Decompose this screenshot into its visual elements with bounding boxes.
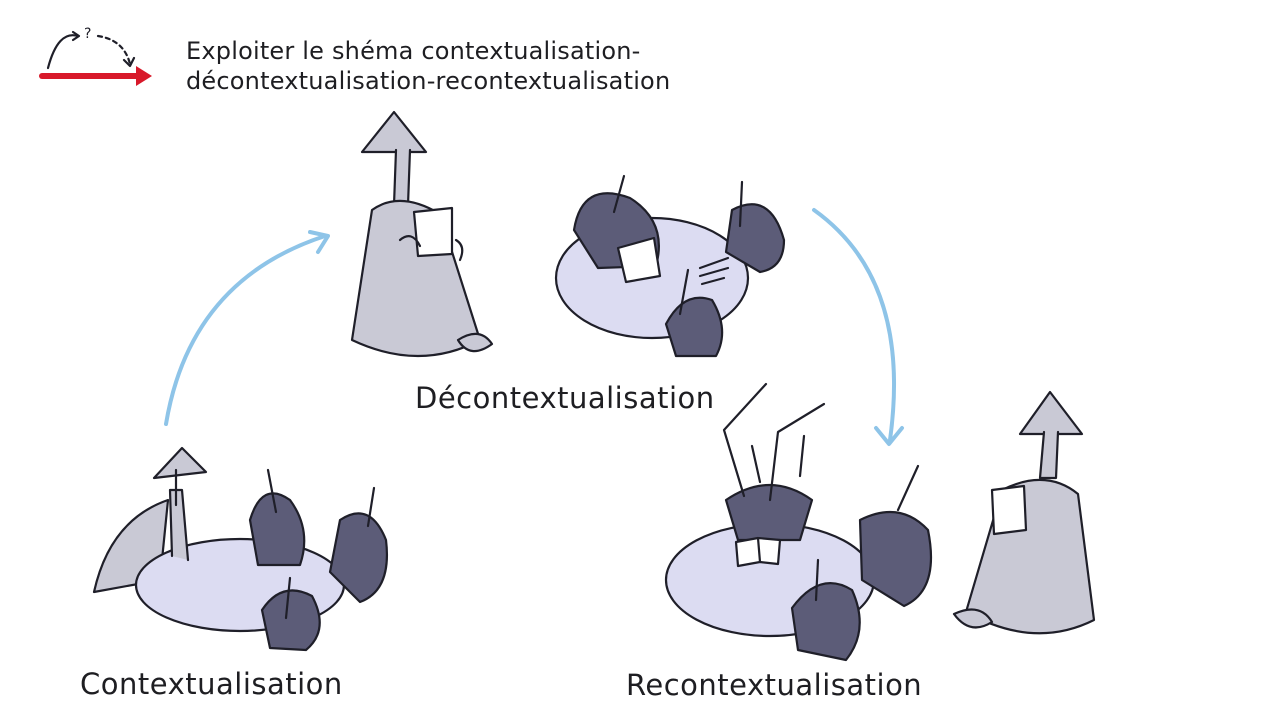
svg-text:?: ? (84, 26, 91, 42)
flow-arrow-down-head (874, 426, 904, 446)
label-decontextualisation: Décontextualisation (415, 381, 715, 415)
title-line-2: décontextualisation-recontextualisation (186, 67, 671, 95)
page-title: Exploiter le shéma contextualisation- dé… (186, 36, 670, 96)
curved-arrow-question-icon: ? (39, 26, 152, 86)
decontextualisation-students (554, 174, 786, 358)
flow-arrow-up-head (308, 230, 330, 254)
label-contextualisation: Contextualisation (80, 667, 343, 701)
contextualisation-scene (92, 446, 388, 652)
title-line-1: Exploiter le shéma contextualisation- (186, 37, 641, 65)
label-recontextualisation: Recontextualisation (626, 668, 923, 702)
flow-arrow-down (812, 208, 897, 442)
recontextualisation-scene (664, 382, 1096, 662)
flow-arrow-up (164, 234, 327, 426)
decontextualisation-teacher (350, 110, 494, 358)
